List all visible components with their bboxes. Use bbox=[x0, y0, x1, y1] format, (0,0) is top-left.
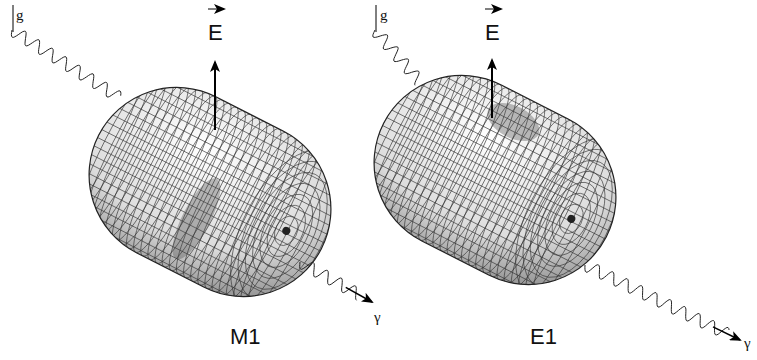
drawing-part bbox=[503, 134, 640, 303]
polarization-label: g bbox=[16, 8, 24, 23]
drawing-part bbox=[555, 200, 588, 237]
lobe-body bbox=[59, 57, 361, 326]
drawing-part bbox=[201, 130, 305, 299]
drawing-part bbox=[237, 148, 341, 317]
drawing-part bbox=[493, 121, 650, 317]
drawing-part bbox=[281, 225, 292, 236]
photon-label: γ bbox=[374, 310, 381, 325]
field-vector bbox=[491, 60, 493, 118]
lobe-outline bbox=[344, 45, 646, 314]
drawing-part bbox=[208, 133, 365, 329]
photon-wave bbox=[373, 30, 419, 85]
drawing-part bbox=[508, 129, 612, 298]
drawing-part bbox=[524, 161, 619, 278]
drawing-part bbox=[486, 118, 590, 287]
lobe-body bbox=[344, 45, 646, 314]
polarization-label: g bbox=[380, 8, 388, 23]
drawing-part bbox=[494, 122, 598, 291]
radiation-lobe bbox=[337, 42, 650, 317]
photon-arrow bbox=[713, 327, 740, 340]
drawing-part bbox=[134, 65, 357, 178]
drawing-part bbox=[239, 173, 334, 290]
polarization-mark bbox=[13, 5, 14, 32]
vector-arrow bbox=[208, 9, 224, 10]
multipole-label: E1 bbox=[530, 326, 557, 348]
field-vector bbox=[214, 62, 216, 130]
drawing-part bbox=[218, 146, 355, 315]
photon-label: γ bbox=[744, 336, 751, 351]
dimple bbox=[163, 172, 229, 265]
field-label: E bbox=[485, 22, 500, 44]
drawing-part bbox=[419, 53, 642, 166]
drawing-part bbox=[110, 113, 333, 226]
mesh bbox=[337, 42, 650, 317]
drawing-part bbox=[501, 125, 605, 294]
photon-wave bbox=[585, 265, 729, 335]
vector-arrow bbox=[485, 9, 501, 10]
photon-wave bbox=[11, 30, 121, 97]
lobe-outline bbox=[59, 57, 361, 326]
mesh bbox=[52, 54, 365, 329]
drawing-part bbox=[522, 136, 626, 305]
radiation-lobe bbox=[52, 54, 365, 329]
photon-arrow bbox=[346, 287, 372, 302]
drawing-part bbox=[216, 137, 320, 306]
drawing-part bbox=[223, 141, 327, 310]
drawing-part bbox=[118, 97, 341, 210]
polarization-mark bbox=[376, 5, 377, 32]
drawing-part bbox=[403, 85, 626, 198]
drawing-part bbox=[411, 69, 634, 182]
drawing-part bbox=[513, 147, 629, 290]
drawing-part bbox=[270, 212, 303, 249]
multipole-label: M1 bbox=[230, 326, 261, 348]
drawing-part bbox=[544, 187, 598, 251]
drawing-part bbox=[89, 154, 312, 267]
field-label: E bbox=[208, 22, 223, 44]
drawing-part bbox=[259, 199, 313, 263]
drawing-part bbox=[566, 213, 577, 224]
drawing-part bbox=[374, 142, 597, 255]
drawing-part bbox=[209, 134, 313, 303]
drawing-part bbox=[126, 81, 349, 194]
drawing-part bbox=[228, 159, 344, 302]
photon-wave bbox=[300, 262, 357, 300]
